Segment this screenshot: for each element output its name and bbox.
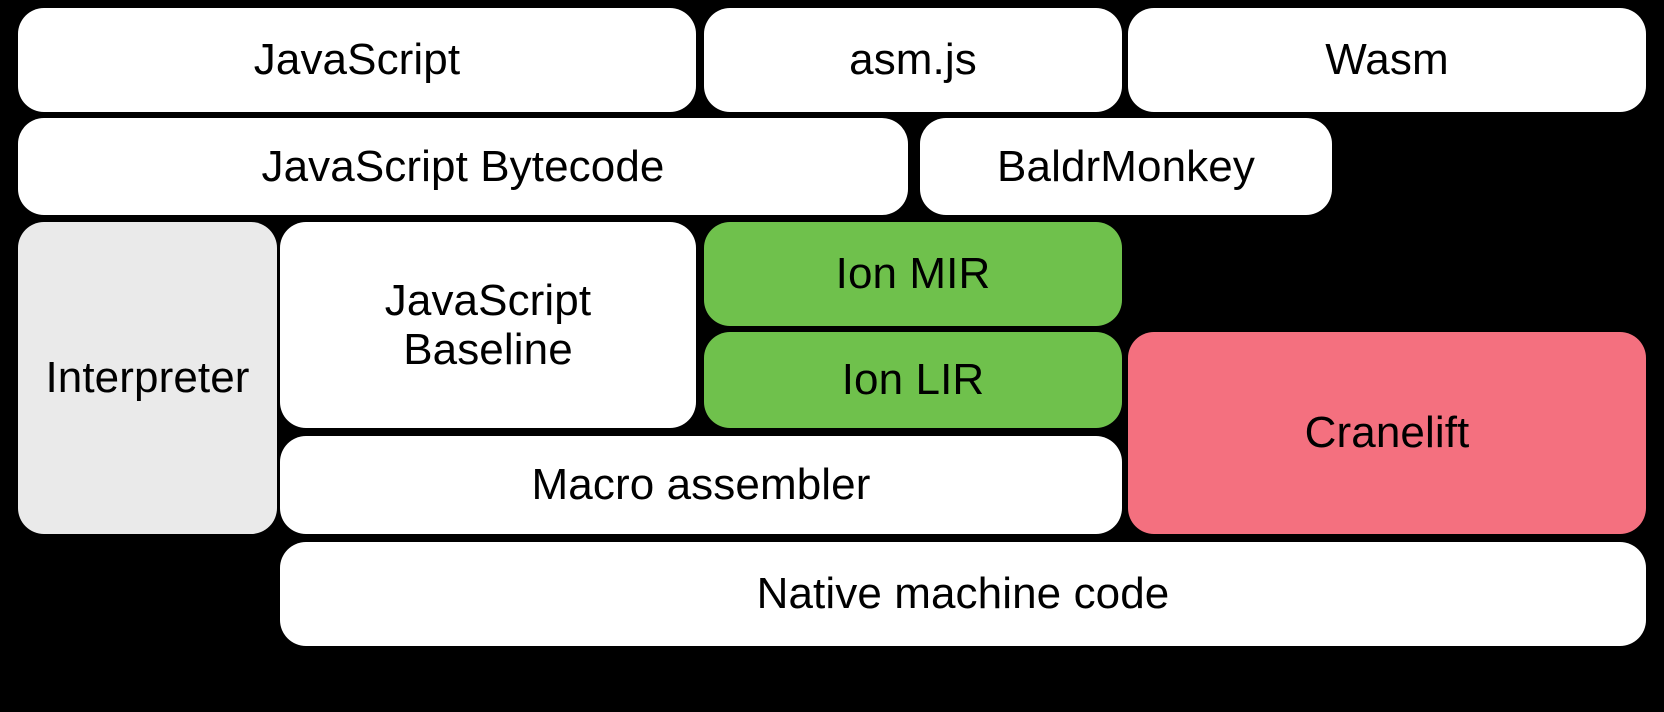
node-native-machine-code[interactable]: Native machine code (280, 542, 1646, 646)
node-asm-js[interactable]: asm.js (704, 8, 1122, 112)
node-javascript-bytecode[interactable]: JavaScript Bytecode (18, 118, 908, 215)
node-ion-lir[interactable]: Ion LIR (704, 332, 1122, 428)
node-cranelift[interactable]: Cranelift (1128, 332, 1646, 534)
node-javascript[interactable]: JavaScript (18, 8, 696, 112)
node-wasm[interactable]: Wasm (1128, 8, 1646, 112)
node-baldrmonkey[interactable]: BaldrMonkey (920, 118, 1332, 215)
node-interpreter[interactable]: Interpreter (18, 222, 277, 534)
node-ion-mir[interactable]: Ion MIR (704, 222, 1122, 326)
node-javascript-baseline[interactable]: JavaScript Baseline (280, 222, 696, 428)
node-macro-assembler[interactable]: Macro assembler (280, 436, 1122, 534)
